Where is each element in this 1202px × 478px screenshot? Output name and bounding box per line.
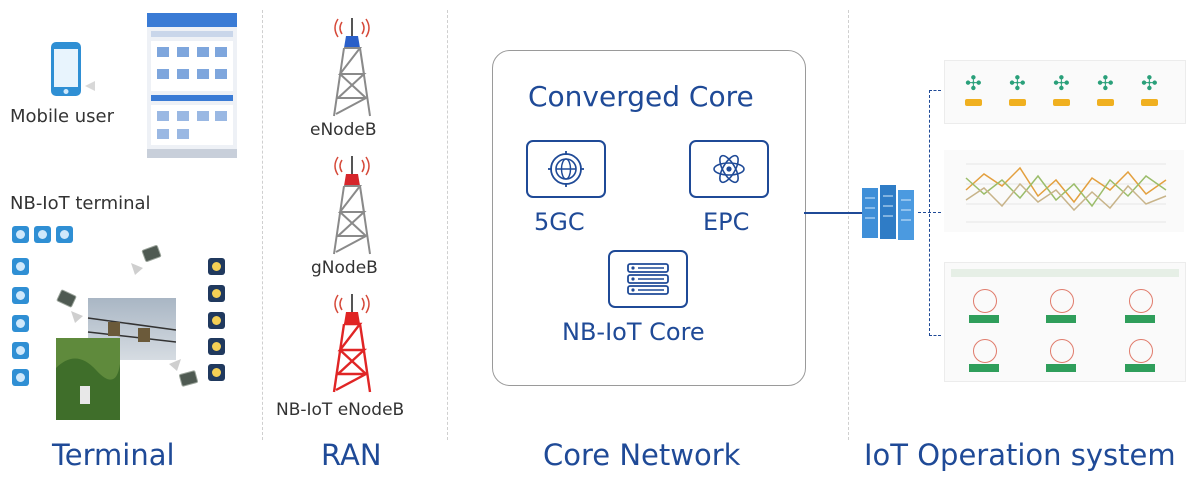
connector-line (804, 212, 862, 214)
fan-icon: ✣ (1053, 71, 1070, 95)
bus-icon (208, 258, 225, 275)
enodeb-tower-icon (333, 18, 371, 117)
eye-icon (12, 258, 29, 275)
enodeb-label: eNodeB (310, 120, 377, 140)
atom-icon (713, 154, 745, 184)
separator-core-iot (848, 10, 849, 440)
status-button (1046, 315, 1076, 323)
fan-icon: ✣ (1141, 71, 1158, 95)
battery-icon (965, 99, 982, 106)
nb-iot-terminal-label: NB-IoT terminal (10, 193, 151, 214)
5gc-box (526, 140, 606, 198)
nb-iot-core-label: NB-IoT Core (562, 318, 705, 346)
separator-terminal-ran (262, 10, 263, 440)
water-icon (1129, 339, 1153, 363)
fan-icon: ✣ (965, 71, 982, 95)
server-rack-icon (862, 185, 914, 240)
alert-icon (1129, 289, 1153, 313)
battery-icon (1053, 99, 1070, 106)
arrow-icon (169, 359, 181, 371)
epc-label: EPC (703, 208, 750, 236)
fan-icon: ✣ (1009, 71, 1026, 95)
core-network-title: Core Network (543, 438, 741, 472)
thermometer-icon (973, 339, 997, 363)
device-icon (208, 338, 225, 355)
trend-chart-panel (944, 150, 1184, 232)
bracket-tick-bottom (929, 335, 941, 336)
terminal-title: Terminal (52, 438, 175, 472)
converged-core-title: Converged Core (528, 80, 754, 113)
field-photo (56, 298, 176, 420)
gauge-icon (208, 285, 225, 302)
sensor-device (178, 370, 199, 387)
globe-icon (56, 226, 73, 243)
status-button (1125, 364, 1155, 372)
bracket-tick-mid (918, 212, 941, 213)
status-button (969, 315, 999, 323)
iot-os-title: IoT Operation system (864, 438, 1176, 472)
bulb-icon (208, 364, 225, 381)
ran-title: RAN (321, 438, 382, 472)
gnodeb-tower-icon (333, 156, 371, 255)
gear-icon (12, 369, 29, 386)
monitor-icon (1050, 339, 1074, 363)
fire-icon (1050, 289, 1074, 313)
sensor-icon (12, 315, 29, 332)
globe-icon (548, 151, 584, 187)
server-list-icon (627, 263, 669, 295)
dashed-bracket (929, 90, 942, 336)
nb-iot-enodeb-label: NB-IoT eNodeB (276, 400, 405, 420)
sound-icon (973, 289, 997, 313)
smartphone-icon (51, 42, 95, 96)
nb-iot-core-box (608, 250, 688, 308)
sensor-device (141, 244, 162, 263)
5gc-label: 5GC (534, 208, 585, 236)
gnodeb-label: gNodeB (311, 258, 378, 278)
mobile-app-screenshot (147, 13, 237, 158)
panel-header-bar (951, 269, 1179, 277)
battery-icon (1141, 99, 1158, 106)
battery-icon (1009, 99, 1026, 106)
arrow-icon (71, 311, 83, 323)
fan-status-panel: ✣ ✣ ✣ ✣ ✣ (944, 60, 1186, 124)
separator-ran-core (447, 10, 448, 440)
meter-icon (34, 226, 51, 243)
converged-core-box (492, 50, 806, 386)
status-button (1125, 315, 1155, 323)
status-button (969, 364, 999, 372)
sun-icon (12, 287, 29, 304)
nb-iot-enodeb-tower-icon (332, 294, 372, 393)
battery-icon (1097, 99, 1114, 106)
leaf-icon (12, 342, 29, 359)
alarm-status-panel (944, 262, 1186, 382)
mobile-user-label: Mobile user (10, 106, 115, 127)
camera-icon (12, 226, 29, 243)
arrow-icon (131, 263, 143, 275)
status-button (1046, 364, 1076, 372)
lock-icon (208, 312, 225, 329)
epc-box (689, 140, 769, 198)
fan-icon: ✣ (1097, 71, 1114, 95)
bracket-tick-top (929, 90, 941, 91)
